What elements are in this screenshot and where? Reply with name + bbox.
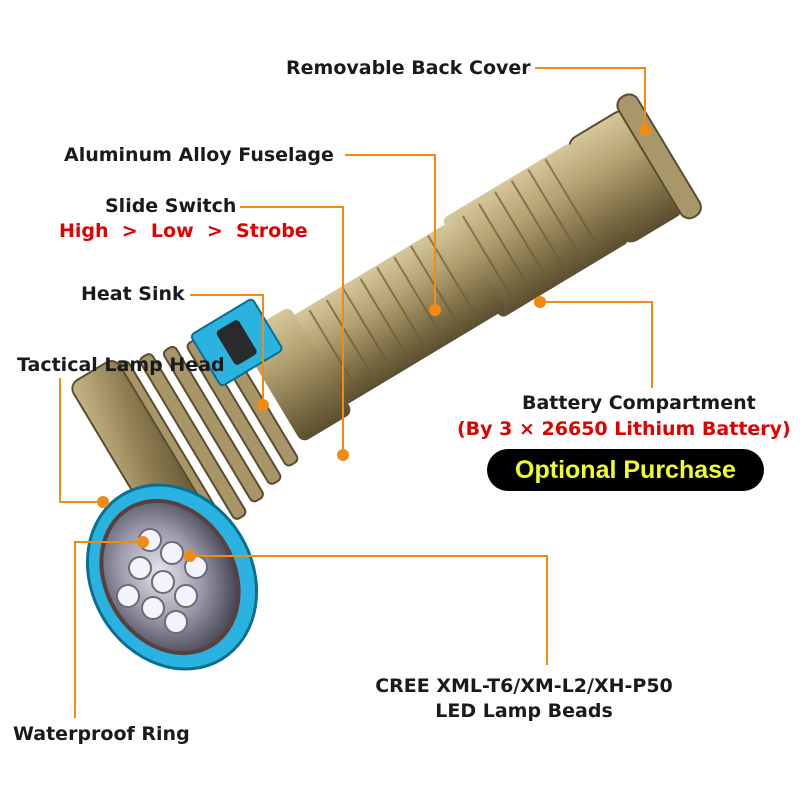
label-waterproof-ring: Waterproof Ring <box>13 723 190 745</box>
optional-purchase-badge: Optional Purchase <box>487 449 764 491</box>
leader-lines <box>59 67 653 718</box>
leader-dots <box>97 124 651 562</box>
label-lamp-head: Tactical Lamp Head <box>17 354 225 376</box>
label-led-line1: CREE XML-T6/XM-L2/XH-P50 <box>375 675 673 697</box>
label-battery-compartment: Battery Compartment <box>522 392 756 414</box>
label-battery-spec: (By 3 × 26650 Lithium Battery) <box>457 418 791 440</box>
label-heat-sink: Heat Sink <box>81 283 185 305</box>
flashlight-body <box>71 93 702 568</box>
label-modes: High > Low > Strobe <box>59 220 308 242</box>
label-back-cover: Removable Back Cover <box>286 57 531 79</box>
label-slide-switch: Slide Switch <box>105 195 237 217</box>
label-fuselage: Aluminum Alloy Fuselage <box>64 144 334 166</box>
label-led-line2: LED Lamp Beads <box>435 700 613 722</box>
